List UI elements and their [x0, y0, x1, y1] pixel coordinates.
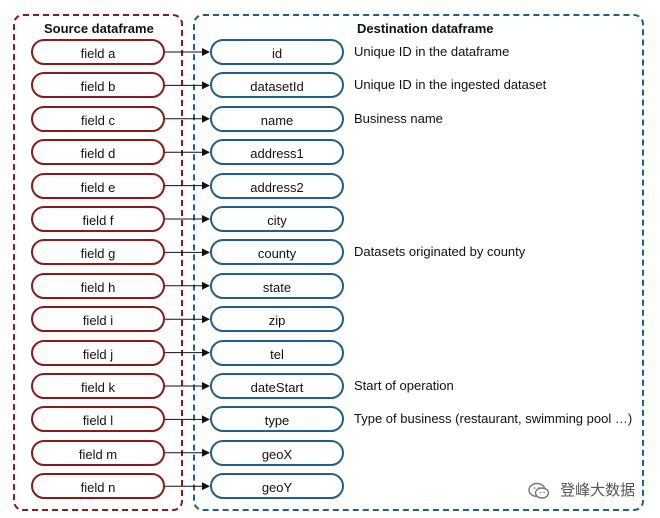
source-field: field g	[31, 239, 165, 266]
source-dataframe-group: Source dataframe	[13, 14, 183, 511]
field-description: Business name	[354, 110, 443, 126]
source-field: field b	[31, 72, 165, 99]
source-field: field c	[31, 105, 165, 132]
destination-field: name	[210, 105, 344, 132]
watermark: 登峰大数据	[528, 479, 635, 500]
destination-field: county	[210, 239, 344, 266]
destination-field: dateStart	[210, 373, 344, 399]
wechat-icon	[528, 482, 550, 499]
destination-field: city	[210, 206, 344, 232]
destination-field: id	[210, 39, 344, 65]
field-description: Datasets originated by county	[354, 244, 526, 260]
source-field: field f	[31, 206, 165, 232]
source-field: field n	[31, 473, 165, 500]
destination-field: geoY	[210, 473, 344, 500]
source-field: field e	[31, 172, 165, 199]
source-field: field i	[31, 306, 165, 333]
source-field: field k	[31, 373, 165, 399]
destination-field: state	[210, 272, 344, 299]
source-dataframe-title: Source dataframe	[44, 21, 154, 36]
destination-field: datasetId	[210, 72, 344, 99]
source-field: field h	[31, 272, 165, 299]
destination-field: zip	[210, 306, 344, 333]
source-field: field a	[31, 39, 165, 65]
source-field: field l	[31, 406, 165, 433]
field-description: Type of business (restaurant, swimming p…	[354, 411, 633, 427]
source-field: field m	[31, 439, 165, 466]
watermark-text: 登峰大数据	[560, 482, 636, 499]
field-description: Start of operation	[354, 378, 454, 393]
source-field: field j	[31, 339, 165, 366]
field-description: Unique ID in the dataframe	[354, 44, 510, 59]
destination-field: tel	[210, 339, 344, 366]
destination-dataframe-title: Destination dataframe	[357, 21, 494, 36]
destination-dataframe-group: Destination dataframe	[193, 14, 644, 511]
destination-field: geoX	[210, 439, 344, 466]
source-field: field d	[31, 139, 165, 166]
field-description: Unique ID in the ingested dataset	[354, 77, 547, 93]
destination-field: address1	[210, 139, 344, 166]
destination-field: type	[210, 406, 344, 433]
destination-field: address2	[210, 172, 344, 199]
